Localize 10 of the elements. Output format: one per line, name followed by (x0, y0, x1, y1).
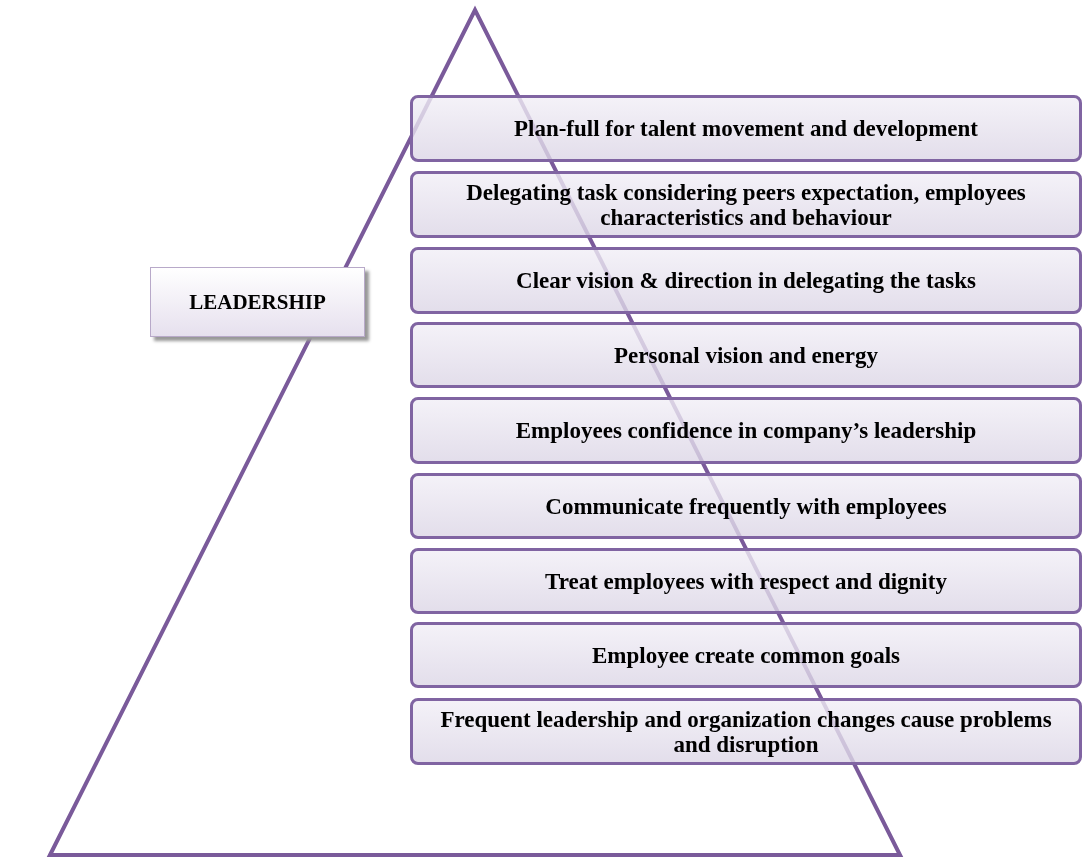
factor-bar: Treat employees with respect and dignity (410, 548, 1082, 614)
factor-bar: Personal vision and energy (410, 322, 1082, 388)
factor-bar: Delegating task considering peers expectation, employees characteristics and behaviour (410, 171, 1082, 238)
factor-bar: Employee create common goals (410, 622, 1082, 688)
factor-bar: Employees confidence in company’s leadership (410, 397, 1082, 464)
title-box: LEADERSHIP (150, 267, 365, 337)
factor-bar: Frequent leadership and organization changes cause problems and disruption (410, 698, 1082, 765)
factor-bar: Clear vision & direction in delegating the tasks (410, 247, 1082, 314)
factor-bar: Communicate frequently with employees (410, 473, 1082, 539)
factor-bar: Plan-full for talent movement and development (410, 95, 1082, 162)
